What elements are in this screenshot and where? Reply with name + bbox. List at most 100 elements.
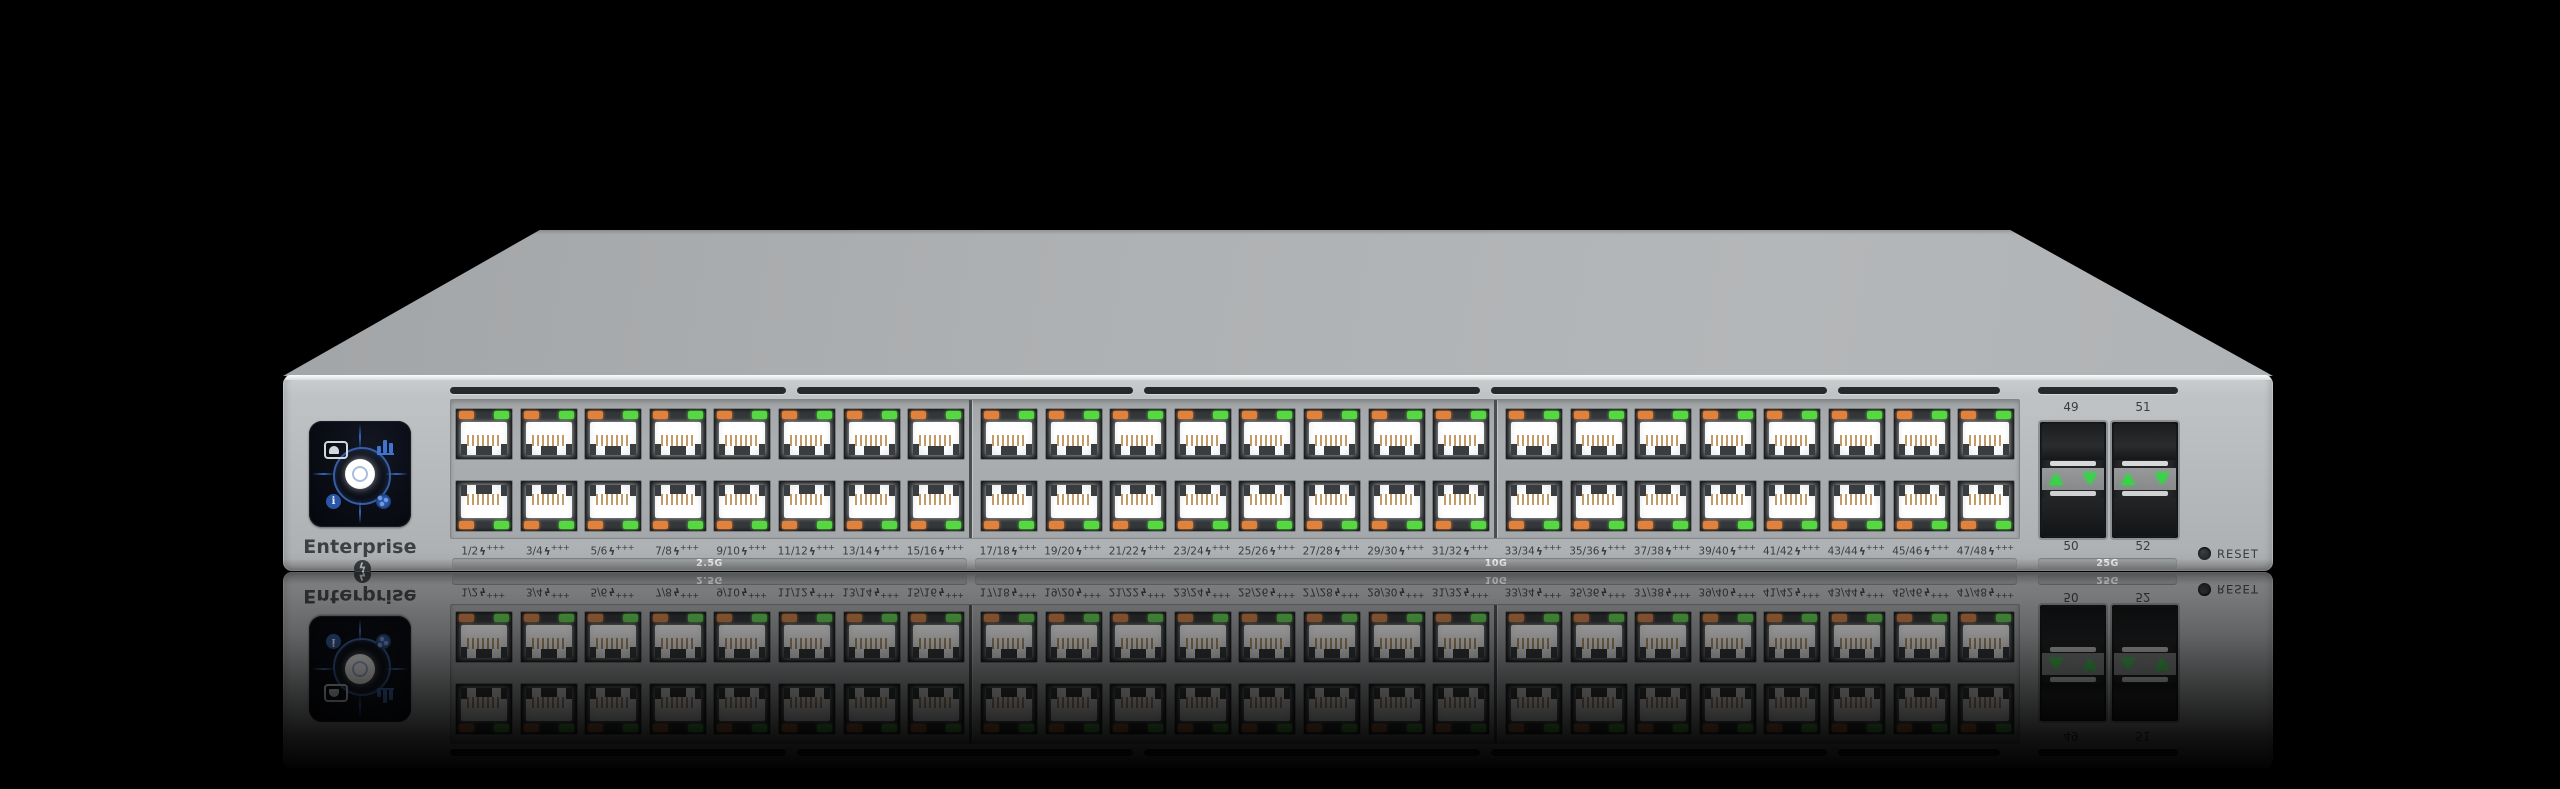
rj45-port xyxy=(778,408,836,460)
port-column: 33/34ϟ+++ xyxy=(1501,400,1566,558)
port-led-green xyxy=(1083,411,1099,419)
port-led-orange xyxy=(1371,521,1387,529)
rj45-port xyxy=(1763,408,1822,460)
panel-top-highlight xyxy=(285,375,2271,380)
rj45-jack xyxy=(1769,485,1816,518)
port-column: 13/14ϟ+++ xyxy=(839,400,904,558)
port-pair-label: 41/42ϟ+++ xyxy=(1762,543,1820,558)
device-reflection: i Enterpriseϟ 1/2ϟ+++3/4ϟ+++5/6ϟ+++7/8ϟ+… xyxy=(283,572,2273,789)
rj45-port xyxy=(1957,408,2016,460)
port-led-green xyxy=(752,521,768,529)
rj45-port xyxy=(1634,408,1693,460)
port-led-green xyxy=(1342,521,1357,529)
rj45-port xyxy=(1634,480,1693,532)
rj45-jack xyxy=(1179,485,1226,518)
port-group: 33/34ϟ+++35/36ϟ+++37/38ϟ+++39/40ϟ+++41/4… xyxy=(1501,400,2018,558)
rj45-jack xyxy=(525,422,572,455)
rj45-jack xyxy=(913,485,960,518)
rj45-port xyxy=(1432,408,1491,460)
port-led-green xyxy=(1277,411,1293,419)
port-recess: 1/2ϟ+++3/4ϟ+++5/6ϟ+++7/8ϟ+++9/10ϟ+++11/1… xyxy=(450,399,2020,558)
port-led-orange xyxy=(1509,521,1524,529)
port-column: 17/18ϟ+++ xyxy=(976,400,1041,558)
port-led-orange xyxy=(717,521,733,529)
port-led-orange xyxy=(652,521,668,529)
brand-label: Enterpriseϟ xyxy=(299,536,421,577)
rj45-jack xyxy=(1179,422,1226,455)
rj45-jack xyxy=(784,485,830,518)
sfp-port-label-51: 51 xyxy=(2135,400,2151,414)
reset-label: RESET xyxy=(2217,547,2259,561)
port-led-green xyxy=(1406,411,1422,419)
poe-bolt-icon: ϟ xyxy=(808,545,816,558)
rj45-port xyxy=(907,480,966,532)
rj45-jack xyxy=(1115,422,1162,455)
port-led-orange xyxy=(1702,521,1718,529)
rj45-jack xyxy=(1244,485,1291,518)
rj45-port xyxy=(584,408,643,460)
rj45-jack xyxy=(1050,485,1097,518)
port-led-orange xyxy=(1702,411,1718,419)
rj45-port xyxy=(1432,480,1491,532)
port-led-green xyxy=(1471,411,1487,419)
port-column: 19/20ϟ+++ xyxy=(1041,400,1106,558)
rj45-port xyxy=(1109,480,1168,532)
port-led-green xyxy=(623,411,639,419)
port-led-green xyxy=(1867,411,1882,419)
port-led-green xyxy=(1277,521,1293,529)
sfp-slot xyxy=(2114,424,2176,460)
vent-slot xyxy=(1144,387,1480,394)
port-led-green xyxy=(1673,411,1689,419)
port-pair-label: 11/12ϟ+++ xyxy=(777,543,835,558)
port-pair-label: 31/32ϟ+++ xyxy=(1431,543,1489,558)
port-pair-label: 7/8ϟ+++ xyxy=(655,543,699,558)
port-led-green xyxy=(623,521,639,529)
port-column: 29/30ϟ+++ xyxy=(1364,400,1429,558)
port-pair-label: 39/40ϟ+++ xyxy=(1698,543,1756,558)
port-led-orange xyxy=(588,411,604,419)
poe-bolt-icon: ϟ xyxy=(479,545,487,558)
port-column: 43/44ϟ+++ xyxy=(1824,400,1889,558)
port-led-orange xyxy=(1436,521,1452,529)
rj45-port xyxy=(1303,408,1361,460)
rj45-port xyxy=(842,480,901,532)
port-led-orange xyxy=(1832,521,1847,529)
sfp-cage-51-52 xyxy=(2110,420,2180,540)
rj45-jack xyxy=(1704,422,1751,455)
vent-slot xyxy=(1838,387,2000,394)
rj45-jack xyxy=(590,485,637,518)
rj45-jack xyxy=(1373,422,1420,455)
rj45-port xyxy=(1367,480,1426,532)
vent-slot xyxy=(2038,387,2178,394)
poe-bolt-icon: ϟ xyxy=(1600,545,1608,558)
port-column: 37/38ϟ+++ xyxy=(1630,400,1695,558)
port-led-orange xyxy=(523,411,539,419)
screen-crosshair xyxy=(359,501,361,523)
port-led-green xyxy=(1342,411,1357,419)
rj45-jack xyxy=(1309,422,1355,455)
port-column: 3/4ϟ+++ xyxy=(516,400,581,558)
rj45-jack xyxy=(719,485,766,518)
port-led-green xyxy=(1996,521,2012,529)
rj45-port xyxy=(584,480,643,532)
port-led-green xyxy=(1737,411,1753,419)
port-led-green xyxy=(558,411,574,419)
port-led-orange xyxy=(523,521,539,529)
rj45-port xyxy=(455,408,513,460)
rj45-jack xyxy=(1963,422,2010,455)
speed-bar-2-5g: 2.5G xyxy=(452,558,967,569)
rj45-port xyxy=(907,408,966,460)
rj45-jack xyxy=(1115,485,1162,518)
rj45-jack xyxy=(1640,422,1687,455)
screen-center-ring xyxy=(333,447,391,505)
port-led-green xyxy=(881,521,897,529)
rj45-port xyxy=(1044,408,1103,460)
port-led-green xyxy=(1802,521,1818,529)
port-column: 39/40ϟ+++ xyxy=(1695,400,1760,558)
port-column: 25/26ϟ+++ xyxy=(1234,400,1299,558)
port-led-green xyxy=(1867,521,1882,529)
port-led-orange xyxy=(1896,411,1912,419)
poe-bolt-icon: ϟ xyxy=(1010,545,1018,558)
port-led-green xyxy=(1931,521,1947,529)
port-led-green xyxy=(1148,521,1164,529)
